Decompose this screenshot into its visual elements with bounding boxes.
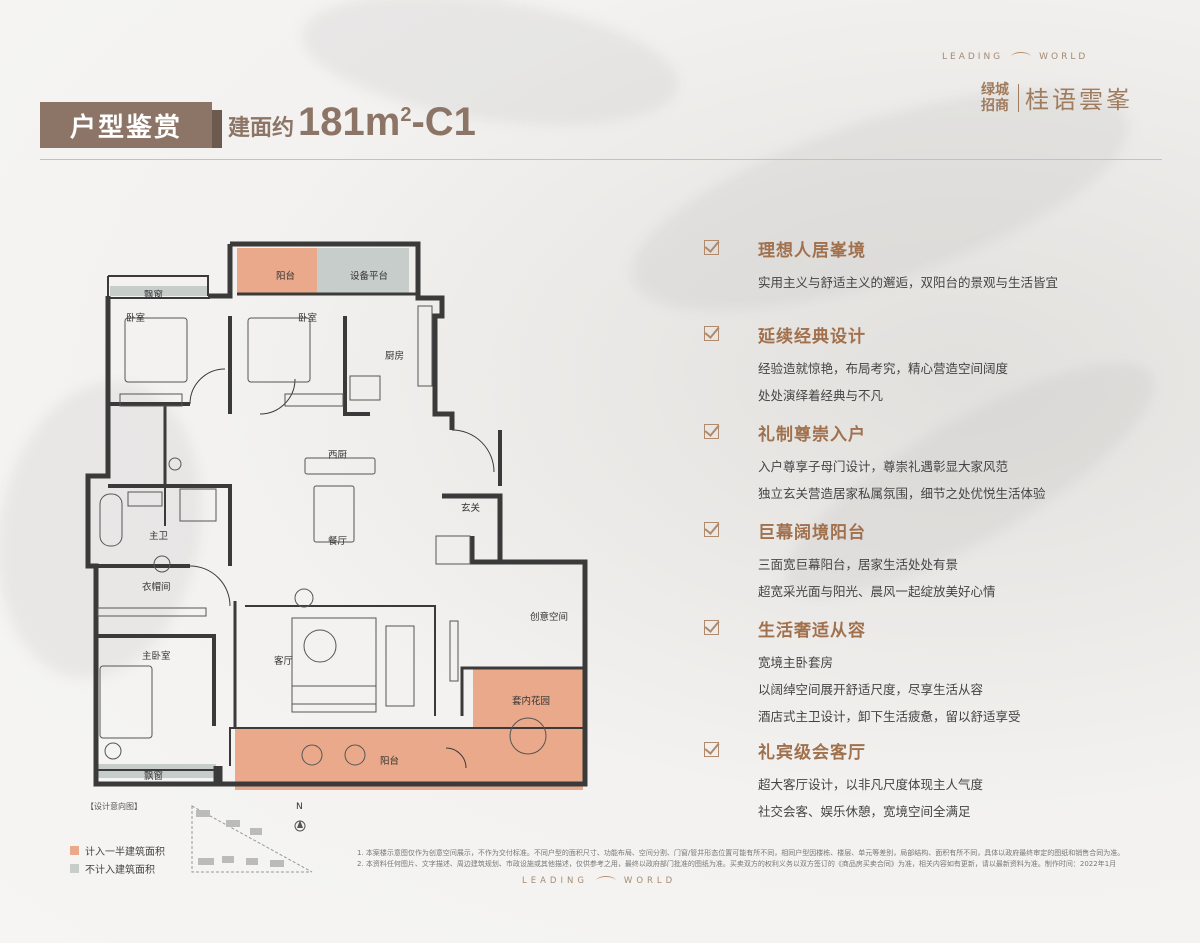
unit-type-code: -C1 bbox=[411, 100, 476, 144]
feature-title: 理想人居峯境 bbox=[758, 241, 866, 261]
feature-list: 理想人居峯境 实用主义与舒适主义的邂逅，双阳台的景观与生活皆宜 延续经典设计 经… bbox=[704, 236, 1144, 819]
tagline-left-bottom: LEADING bbox=[522, 876, 588, 886]
room-dining: 餐厅 bbox=[328, 536, 348, 547]
tagline-left: LEADING bbox=[942, 52, 1004, 62]
feature-title: 生活奢适从容 bbox=[758, 621, 866, 641]
tagline-right-bottom: WORLD bbox=[623, 876, 677, 886]
room-bay-window-top: 飘窗 bbox=[144, 290, 164, 301]
site-key-plan: N bbox=[186, 800, 326, 880]
legend-swatch-half bbox=[70, 846, 79, 855]
page-title: 户型鉴赏 bbox=[40, 102, 222, 148]
sunrise-icon bbox=[1011, 52, 1032, 62]
room-master-bedroom: 主卧室 bbox=[142, 651, 171, 662]
feature-item: 延续经典设计 经验造就惊艳，布局考究，精心营造空间阔度 处处演绎着经典与不凡 bbox=[704, 322, 1144, 420]
feature-line: 酒店式主卫设计，卸下生活疲惫，留以舒适享受 bbox=[758, 709, 1021, 724]
area-superscript: 2 bbox=[400, 104, 412, 126]
compass-north-label: N bbox=[296, 802, 303, 812]
brand-tagline-top: LEADING WORLD bbox=[942, 52, 1162, 62]
room-bay-window-bottom: 飘窗 bbox=[144, 771, 164, 782]
disclaimer-line-2: 2. 本资料任何图片、文字描述、周边建筑规划、市政设施或其他描述，仅供参考之用，… bbox=[357, 860, 1117, 868]
room-bedroom-1: 卧室 bbox=[126, 313, 146, 324]
feature-line: 实用主义与舒适主义的邂逅，双阳台的景观与生活皆宜 bbox=[758, 275, 1059, 290]
room-balcony-top: 阳台 bbox=[276, 271, 296, 282]
feature-line: 三面宽巨幕阳台，居家生活处处有景 bbox=[758, 557, 959, 572]
legend-excluded-label: 不计入建筑面积 bbox=[85, 865, 155, 876]
room-living: 客厅 bbox=[274, 656, 294, 667]
checkbox-icon bbox=[704, 742, 719, 757]
feature-title: 巨幕阔境阳台 bbox=[758, 523, 866, 543]
balcony-top-fill bbox=[237, 248, 317, 294]
logo-developers: 绿城 招商 bbox=[978, 82, 1012, 114]
checkbox-icon bbox=[704, 522, 719, 537]
logo-developer-1: 绿城 bbox=[981, 81, 1009, 98]
feature-line: 超大客厅设计，以非凡尺度体现主人气度 bbox=[758, 777, 984, 792]
room-kitchen: 厨房 bbox=[385, 351, 405, 362]
room-foyer: 玄关 bbox=[461, 503, 481, 514]
tagline-right: WORLD bbox=[1039, 52, 1089, 62]
feature-title: 礼制尊崇入户 bbox=[758, 425, 866, 445]
legend-excluded-area: 不计入建筑面积 bbox=[70, 861, 155, 876]
brand-tagline-bottom: LEADING WORLD bbox=[522, 876, 676, 886]
feature-title: 礼宾级会客厅 bbox=[758, 743, 866, 763]
checkbox-icon bbox=[704, 424, 719, 439]
logo-developer-2: 招商 bbox=[981, 97, 1009, 114]
balcony-bottom-fill bbox=[235, 728, 583, 790]
checkbox-icon bbox=[704, 326, 719, 341]
feature-item: 礼制尊崇入户 入户尊享子母门设计，尊崇礼遇彰显大家风范 独立玄关营造居家私属氛围… bbox=[704, 420, 1144, 518]
feature-line: 社交会客、娱乐休憩，宽境空间全满足 bbox=[758, 804, 971, 819]
room-balcony-bottom: 阳台 bbox=[380, 756, 400, 767]
unit-area-heading: 建面约 181m 2 -C1 bbox=[228, 100, 476, 145]
disclaimer-line-1: 1. 本案楼示意图仅作为创意空间展示，不作为交付标准。不同户型的面积尺寸、功能布… bbox=[357, 849, 1125, 857]
bay-window-top-fill bbox=[110, 286, 208, 296]
room-bedroom-2: 卧室 bbox=[298, 313, 318, 324]
site-key-plan-drawing bbox=[191, 805, 313, 873]
feature-item: 礼宾级会客厅 超大客厅设计，以非凡尺度体现主人气度 社交会客、娱乐休憩，宽境空间… bbox=[704, 738, 1144, 819]
furniture bbox=[97, 305, 547, 766]
feature-item: 理想人居峯境 实用主义与舒适主义的邂逅，双阳台的景观与生活皆宜 bbox=[704, 236, 1144, 322]
legend-swatch-excluded bbox=[70, 864, 79, 873]
area-prefix: 建面约 bbox=[228, 116, 295, 141]
feature-line: 宽境主卧套房 bbox=[758, 655, 834, 670]
feature-item: 生活奢适从容 宽境主卧套房 以阔绰空间展开舒适尺度，尽享生活从容 酒店式主卫设计… bbox=[704, 616, 1144, 738]
checkbox-icon bbox=[704, 620, 719, 635]
legend-half-area: 计入一半建筑面积 bbox=[70, 843, 165, 858]
room-equipment-platform: 设备平台 bbox=[350, 271, 389, 282]
disclaimer: 1. 本案楼示意图仅作为创意空间展示，不作为交付标准。不同户型的面积尺寸、功能布… bbox=[357, 848, 1177, 870]
design-intent-note: 【设计意向图】 bbox=[86, 802, 142, 811]
garden-fill bbox=[473, 668, 583, 730]
floor-plan: 阳台 设备平台 飘窗 卧室 卧室 厨房 西厨 餐厅 玄关 主卫 衣帽间 创意空间… bbox=[80, 236, 600, 796]
title-divider bbox=[40, 159, 1162, 160]
equipment-platform-fill bbox=[317, 248, 409, 294]
room-cloakroom: 衣帽间 bbox=[142, 582, 171, 593]
feature-line: 处处演绎着经典与不凡 bbox=[758, 388, 884, 403]
feature-line: 入户尊享子母门设计，尊崇礼遇彰显大家风范 bbox=[758, 459, 1009, 474]
floor-plan-drawing bbox=[85, 241, 588, 790]
logo-project-name: 桂语雲峯 bbox=[1025, 86, 1133, 114]
feature-line: 以阔绰空间展开舒适尺度，尽享生活从容 bbox=[758, 682, 984, 697]
room-western-kitchen: 西厨 bbox=[328, 450, 348, 461]
feature-line: 经验造就惊艳，布局考究，精心营造空间阔度 bbox=[758, 361, 1009, 376]
area-value: 181m bbox=[298, 100, 401, 144]
feature-title: 延续经典设计 bbox=[758, 327, 866, 347]
legend-half-label: 计入一半建筑面积 bbox=[85, 847, 165, 858]
walls bbox=[85, 241, 588, 787]
feature-line: 独立玄关营造居家私属氛围，细节之处优悦生活体验 bbox=[758, 486, 1046, 501]
feature-line: 超宽采光面与阳光、晨风一起绽放美好心情 bbox=[758, 584, 996, 599]
room-creative-space: 创意空间 bbox=[530, 612, 569, 623]
logo-divider bbox=[1018, 83, 1019, 112]
brand-logo: 绿城 招商 桂语雲峯 bbox=[978, 80, 1133, 115]
room-garden: 套内花园 bbox=[512, 696, 551, 707]
room-master-bath: 主卫 bbox=[149, 531, 169, 542]
feature-item: 巨幕阔境阳台 三面宽巨幕阳台，居家生活处处有景 超宽采光面与阳光、晨风一起绽放美… bbox=[704, 518, 1144, 616]
checkbox-icon bbox=[704, 240, 719, 255]
sunrise-icon bbox=[595, 876, 616, 886]
